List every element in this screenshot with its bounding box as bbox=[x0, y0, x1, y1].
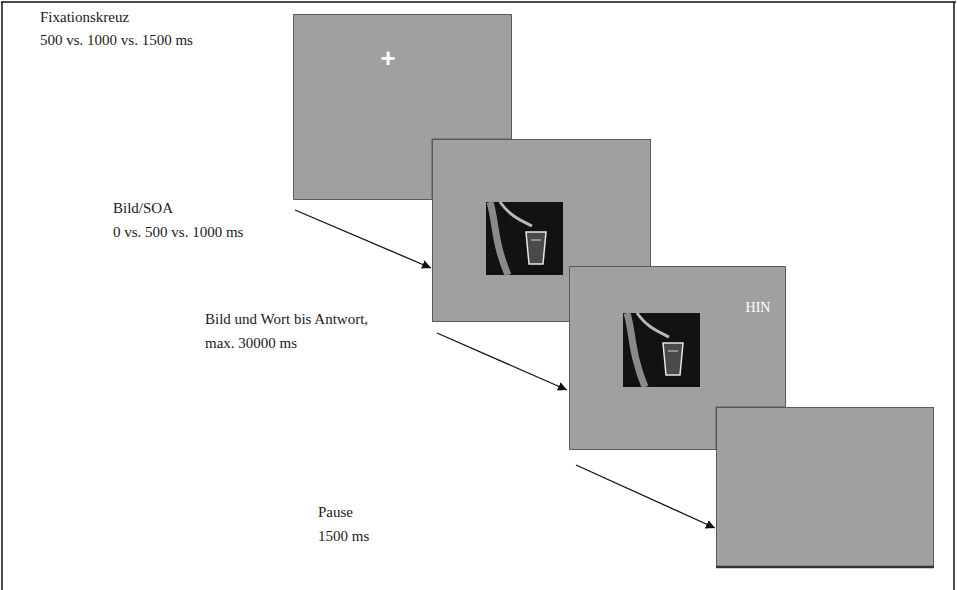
fixation-cross: + bbox=[380, 45, 395, 71]
screen: + bbox=[293, 14, 512, 200]
frame-line bbox=[1, 2, 3, 590]
screen bbox=[717, 408, 934, 567]
phase-duration: max. 30000 ms bbox=[205, 335, 297, 352]
phase-name: Bild und Wort bis Antwort, bbox=[205, 311, 368, 328]
screen-edge bbox=[716, 566, 934, 569]
target-word: HIN bbox=[746, 301, 771, 315]
phase-duration: 1500 ms bbox=[318, 528, 369, 545]
screen-outline bbox=[293, 14, 512, 200]
sequence-arrow bbox=[576, 465, 715, 528]
screen-face bbox=[570, 267, 786, 450]
frame-line bbox=[953, 2, 955, 590]
screen-outline bbox=[569, 266, 786, 450]
frame-line bbox=[1, 1, 956, 3]
phase-name: Fixationskreuz bbox=[40, 9, 129, 26]
phase-duration: 0 vs. 500 vs. 1000 ms bbox=[113, 224, 243, 241]
stimulus-picture bbox=[623, 313, 700, 387]
stimulus-picture bbox=[486, 202, 563, 275]
screen: HIN bbox=[569, 266, 786, 450]
phase-name: Pause bbox=[318, 504, 353, 521]
phase-name: Bild/SOA bbox=[113, 200, 173, 217]
sequence-arrow bbox=[295, 210, 431, 268]
phase-duration: 500 vs. 1000 vs. 1500 ms bbox=[40, 32, 193, 49]
screen-face bbox=[294, 15, 512, 200]
sequence-arrow bbox=[437, 333, 567, 390]
